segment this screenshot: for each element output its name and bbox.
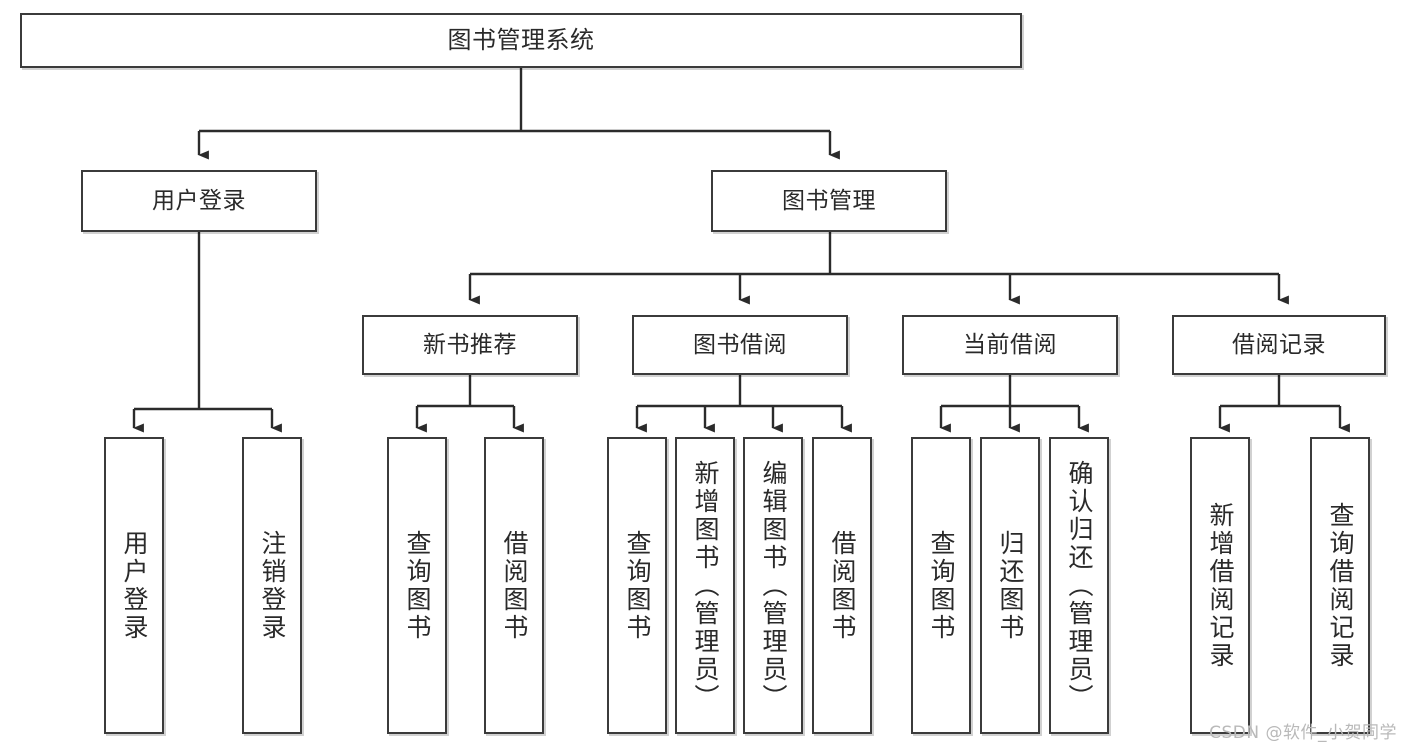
leaf-new-book-query[interactable]: 查询图书: [387, 437, 447, 734]
node-book-borrow[interactable]: 图书借阅: [632, 315, 848, 375]
node-current-borrow[interactable]: 当前借阅: [902, 315, 1118, 375]
leaf-borrow-query-book[interactable]: 查询图书: [607, 437, 667, 734]
node-user-login[interactable]: 用户登录: [81, 170, 317, 232]
leaf-user-login-signout[interactable]: 注销登录: [242, 437, 302, 734]
leaf-user-login-signin[interactable]: 用户登录: [104, 437, 164, 734]
node-borrow-record-label: 借阅记录: [1232, 331, 1326, 358]
leaf-current-return-book-label: 归还图书: [996, 529, 1025, 642]
leaf-user-login-signin-label: 用户登录: [120, 529, 149, 642]
leaf-record-add[interactable]: 新增借阅记录: [1190, 437, 1250, 734]
node-book-management-label: 图书管理: [782, 187, 876, 214]
node-root[interactable]: 图书管理系统: [20, 13, 1022, 68]
leaf-current-return-book[interactable]: 归还图书: [980, 437, 1040, 734]
node-borrow-record[interactable]: 借阅记录: [1172, 315, 1386, 375]
leaf-user-login-signout-label: 注销登录: [258, 529, 287, 642]
leaf-current-query-book-label: 查询图书: [927, 529, 956, 642]
node-user-login-label: 用户登录: [152, 187, 246, 214]
leaf-borrow-add-book[interactable]: 新增图书（管理员）: [675, 437, 735, 734]
node-current-borrow-label: 当前借阅: [963, 331, 1057, 358]
leaf-current-query-book[interactable]: 查询图书: [911, 437, 971, 734]
leaf-current-confirm-return-label: 确认归还（管理员）: [1065, 459, 1094, 712]
leaf-new-book-query-label: 查询图书: [403, 529, 432, 642]
leaf-borrow-query-book-label: 查询图书: [623, 529, 652, 642]
leaf-current-confirm-return[interactable]: 确认归还（管理员）: [1049, 437, 1109, 734]
leaf-borrow-add-book-label: 新增图书（管理员）: [691, 459, 720, 712]
leaf-borrow-borrow-book-label: 借阅图书: [828, 529, 857, 642]
node-new-book-recommend-label: 新书推荐: [423, 331, 517, 358]
node-new-book-recommend[interactable]: 新书推荐: [362, 315, 578, 375]
node-book-management[interactable]: 图书管理: [711, 170, 947, 232]
node-root-label: 图书管理系统: [447, 25, 595, 54]
leaf-record-query[interactable]: 查询借阅记录: [1310, 437, 1370, 734]
leaf-borrow-borrow-book[interactable]: 借阅图书: [812, 437, 872, 734]
leaf-borrow-edit-book-label: 编辑图书（管理员）: [759, 459, 788, 712]
leaf-borrow-edit-book[interactable]: 编辑图书（管理员）: [743, 437, 803, 734]
node-book-borrow-label: 图书借阅: [693, 331, 787, 358]
leaf-new-book-borrow[interactable]: 借阅图书: [484, 437, 544, 734]
leaf-record-add-label: 新增借阅记录: [1206, 501, 1235, 670]
leaf-record-query-label: 查询借阅记录: [1326, 501, 1355, 670]
leaf-new-book-borrow-label: 借阅图书: [500, 529, 529, 642]
